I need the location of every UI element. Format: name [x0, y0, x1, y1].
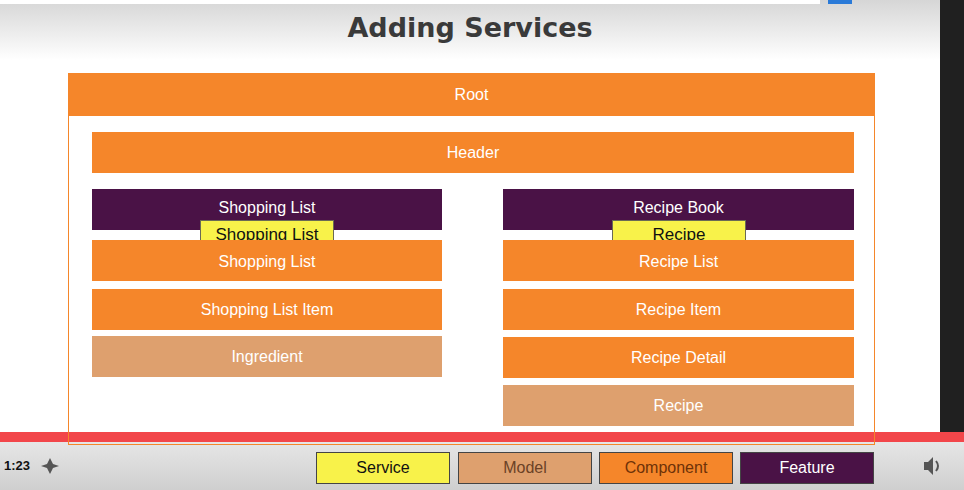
volume-icon	[924, 457, 938, 475]
box-label: Recipe Book	[633, 199, 724, 217]
box-label: Ingredient	[231, 348, 302, 366]
controls-bar	[0, 442, 964, 490]
box-label: Recipe Item	[636, 301, 721, 319]
component-box: Shopping List Item	[92, 289, 442, 330]
legend-swatch: Model	[458, 452, 592, 484]
legend-text: Model	[503, 459, 547, 477]
component-box: Shopping List	[92, 240, 442, 281]
box-label: Recipe	[654, 397, 704, 415]
legend-text: Component	[625, 459, 708, 477]
component-box: Recipe Detail	[503, 337, 854, 378]
component-box: Header	[92, 132, 854, 173]
box-label: Shopping List Item	[201, 301, 334, 319]
settings-icon	[41, 458, 59, 474]
legend-swatch: Component	[599, 452, 733, 484]
slide-title: Adding Services	[0, 12, 940, 43]
root-band: Root	[69, 74, 874, 116]
progress-bar	[0, 432, 964, 442]
top-marker	[828, 0, 852, 4]
legend-text: Service	[356, 459, 409, 477]
top-edge	[0, 0, 820, 4]
side-strip	[940, 0, 964, 432]
model-box: Recipe	[503, 385, 854, 426]
box-label: Header	[447, 144, 499, 162]
box-label: Shopping List	[219, 253, 316, 271]
component-box: Recipe List	[503, 240, 854, 281]
box-label: Recipe List	[639, 253, 718, 271]
legend-text: Feature	[779, 459, 834, 477]
model-box: Ingredient	[92, 336, 442, 377]
top-shade	[0, 0, 964, 60]
box-label: Recipe Detail	[631, 349, 726, 367]
legend-swatch: Feature	[740, 452, 874, 484]
component-box: Recipe Item	[503, 289, 854, 330]
video-time: 1:23	[4, 458, 30, 473]
root-component: RootHeaderShopping ListShopping ListShop…	[68, 73, 875, 445]
legend-swatch: Service	[316, 452, 450, 484]
box-label: Shopping List	[219, 199, 316, 217]
